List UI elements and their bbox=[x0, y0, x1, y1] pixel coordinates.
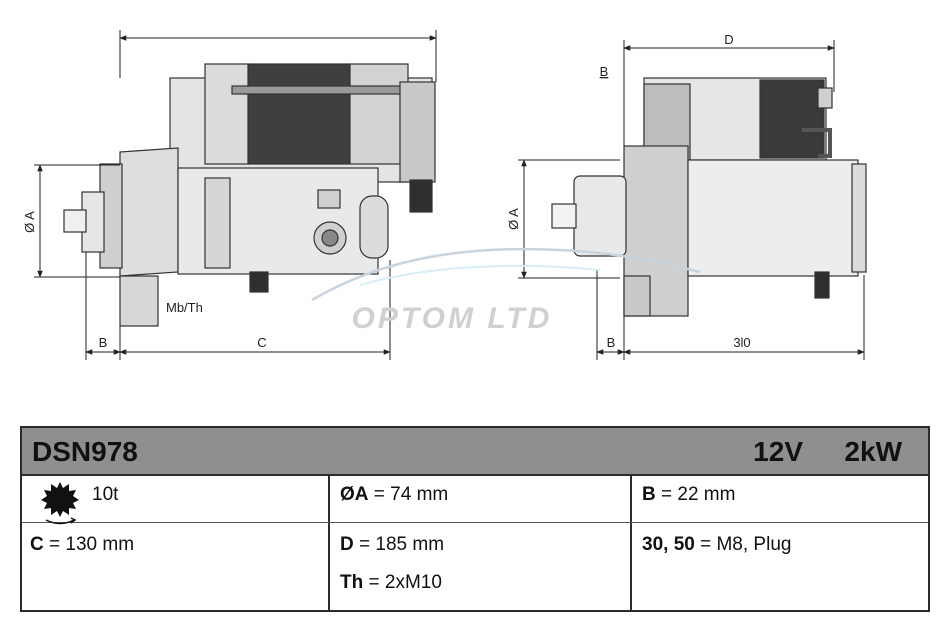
b-spec: B = 22 mm bbox=[642, 484, 736, 505]
voltage: 12V bbox=[753, 436, 803, 467]
left-c-label: C bbox=[257, 335, 266, 350]
starter-side-view-right bbox=[551, 77, 867, 317]
watermark-text: OPTOM LTD bbox=[352, 302, 553, 335]
pinion-gear-icon bbox=[41, 482, 79, 525]
spec-table: DSN978 12V 2kW 10t C = 130 mm ØA = 74 mm… bbox=[20, 426, 930, 612]
terminal-spec: 30, 50 = M8, Plug bbox=[642, 534, 792, 555]
column-divider bbox=[328, 474, 330, 610]
right-diameter-label: Ø A bbox=[506, 208, 521, 230]
teeth-count: 10t bbox=[92, 484, 119, 505]
column-divider bbox=[630, 474, 632, 610]
c-spec: C = 130 mm bbox=[30, 534, 135, 555]
right-b-label: B bbox=[607, 335, 616, 350]
starter-motor-drawing: Ø A B C Mb/Th D B Ø A B 3l0 bbox=[22, 30, 867, 360]
model-number: DSN978 bbox=[32, 436, 138, 467]
mount-label: Mb/Th bbox=[166, 300, 203, 315]
spec-header: DSN978 12V 2kW bbox=[22, 428, 928, 476]
a-spec: ØA = 74 mm bbox=[340, 484, 449, 505]
right-length-label: 3l0 bbox=[733, 335, 750, 350]
watermark-logo: OPTOM LTD bbox=[311, 247, 701, 335]
power-rating: 2kW bbox=[844, 436, 902, 467]
left-diameter-label: Ø A bbox=[22, 211, 37, 233]
row-divider bbox=[22, 522, 928, 523]
right-b-top-label: B bbox=[600, 64, 609, 79]
right-d-label: D bbox=[724, 32, 733, 47]
right-dimension-lines bbox=[518, 40, 865, 360]
d-spec: D = 185 mm bbox=[340, 534, 445, 555]
left-b-label: B bbox=[99, 335, 108, 350]
left-dimension-lines bbox=[34, 30, 437, 360]
th-spec: Th = 2xM10 bbox=[340, 572, 442, 593]
starter-side-view-left bbox=[63, 63, 436, 327]
